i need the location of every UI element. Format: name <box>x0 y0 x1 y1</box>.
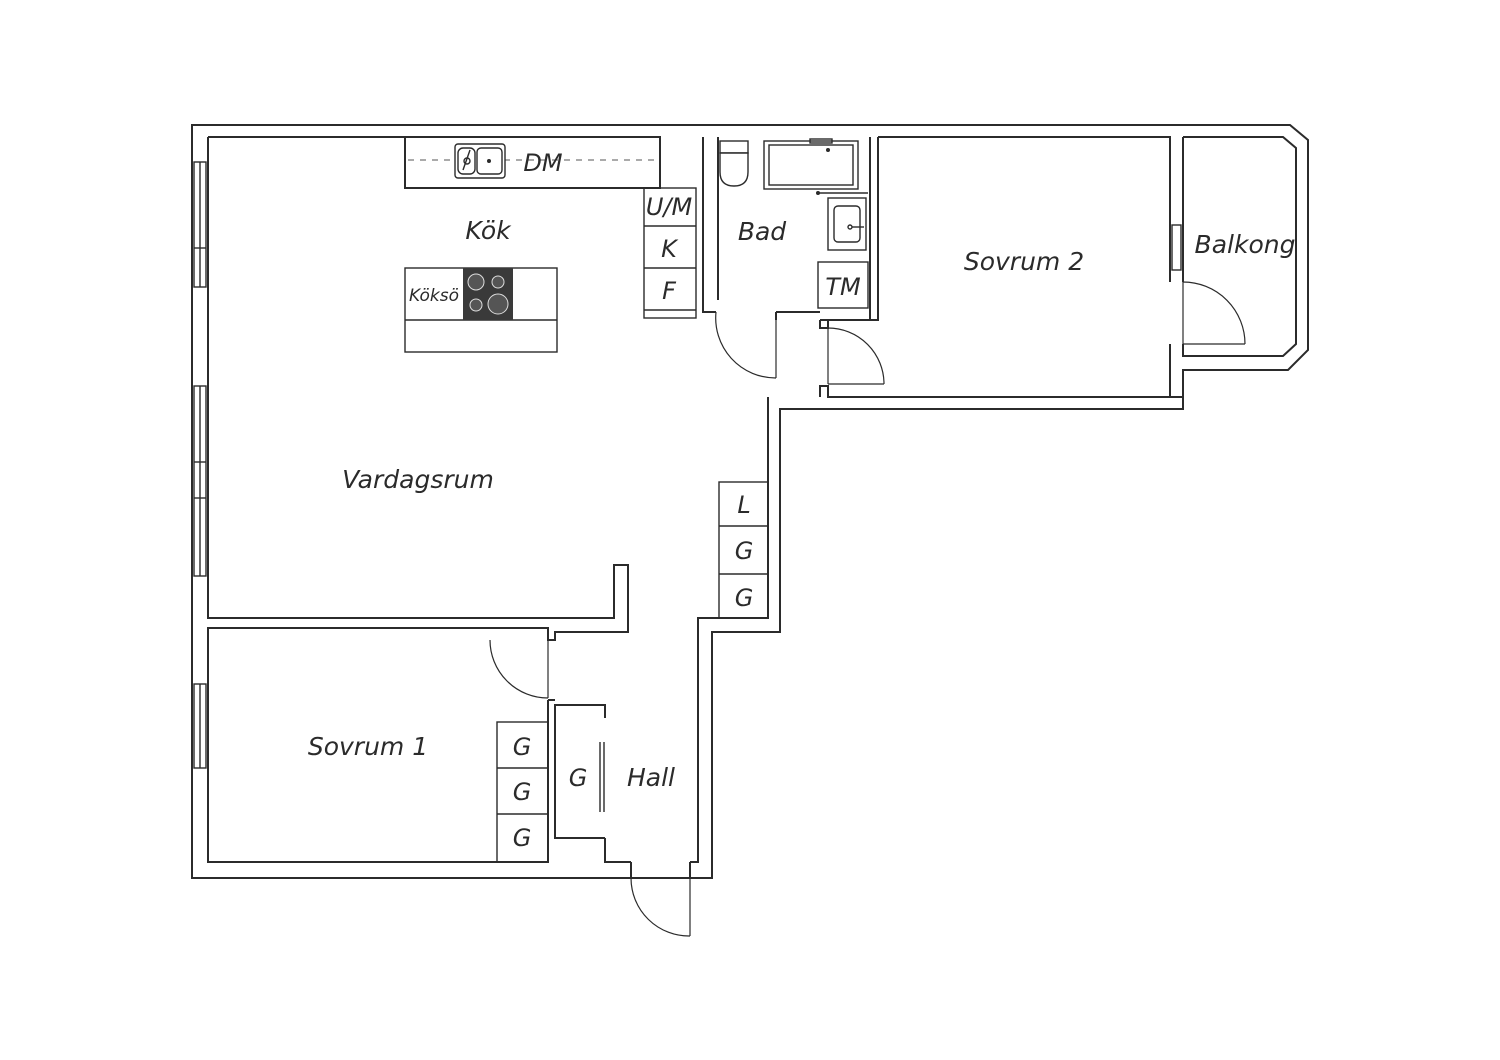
wardrobe-label: G <box>735 537 754 565</box>
balcony-door <box>1182 281 1246 345</box>
entrance-door <box>630 862 691 937</box>
linen-closet-label: L <box>737 491 750 519</box>
sink-icon <box>454 143 506 179</box>
closet-label: G <box>569 764 588 792</box>
hall-walls <box>548 397 769 863</box>
dishwasher-label: DM <box>523 149 562 177</box>
room-label-sovrum1: Sovrum 1 <box>308 732 428 761</box>
bedroom2-walls <box>819 136 1297 398</box>
hall-closet: G <box>569 742 605 812</box>
window-bedroom2-balkong <box>1171 224 1182 271</box>
freezer-label: F <box>662 277 677 305</box>
room-label-sovrum2: Sovrum 2 <box>964 247 1084 276</box>
bathtub-icon <box>763 138 859 190</box>
room-label-kok: Kök <box>465 216 512 245</box>
room-label-vardagsrum: Vardagsrum <box>342 465 494 494</box>
bathroom-door <box>715 311 777 379</box>
bedroom1-door <box>489 639 549 699</box>
wardrobe-label: G <box>513 778 532 806</box>
toilet-icon <box>719 140 749 187</box>
bathroom-walls <box>702 137 879 321</box>
kitchen-counter: DM <box>408 143 658 179</box>
window-left-kitchen <box>193 161 207 288</box>
wardrobe-label: G <box>513 824 532 852</box>
washing-machine-label: TM <box>825 273 861 301</box>
bedroom2-door <box>827 327 885 385</box>
kitchen-island: Köksö <box>404 267 558 353</box>
oven-micro-label: U/M <box>646 193 693 221</box>
washing-machine: TM <box>817 261 869 309</box>
hall-wardrobes: L G G <box>718 481 769 619</box>
room-label-bad: Bad <box>738 217 786 246</box>
room-label-hall: Hall <box>627 763 675 792</box>
island-label: Köksö <box>409 286 459 306</box>
bedroom1-wardrobes: G G G <box>496 721 549 863</box>
washbasin-icon <box>827 197 867 251</box>
wardrobe-label: G <box>513 733 532 761</box>
kitchen-appliance-column: U/M K F <box>643 187 697 319</box>
fridge-label: K <box>661 235 679 263</box>
window-left-bedroom1 <box>193 683 207 769</box>
cooktop-icon <box>463 268 513 320</box>
wardrobe-label: G <box>735 584 754 612</box>
window-left-living <box>193 385 207 577</box>
room-label-balkong: Balkong <box>1195 230 1296 259</box>
